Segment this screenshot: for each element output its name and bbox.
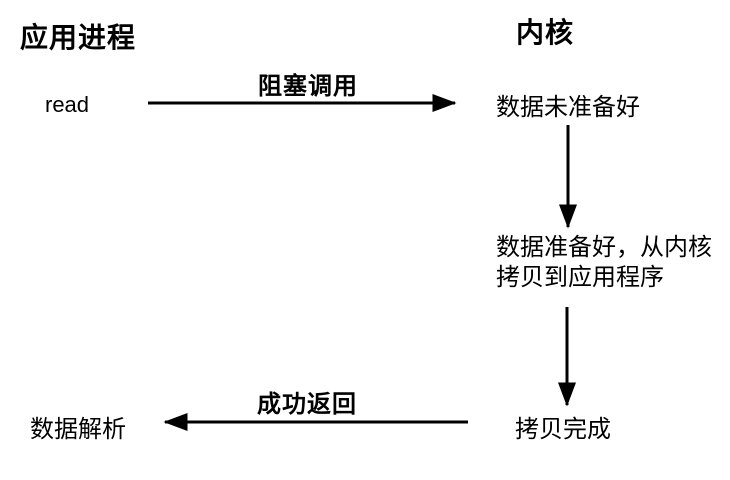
node-data-ready-line2: 拷贝到应用程序	[496, 264, 664, 291]
node-data-ready-line1: 数据准备好，从内核	[496, 234, 712, 261]
column-title-application-process: 应用进程	[20, 22, 137, 53]
arrow-label-blocking-call: 阻塞调用	[258, 73, 358, 100]
node-copy-complete: 拷贝完成	[515, 416, 611, 443]
arrow-label-success-return: 成功返回	[257, 391, 357, 418]
node-data-not-ready: 数据未准备好	[496, 94, 640, 121]
node-data-ready-copy: 数据准备好，从内核 拷贝到应用程序	[496, 233, 712, 293]
node-data-parse: 数据解析	[30, 416, 126, 443]
node-read: read	[45, 92, 90, 117]
column-title-kernel: 内核	[516, 17, 575, 48]
